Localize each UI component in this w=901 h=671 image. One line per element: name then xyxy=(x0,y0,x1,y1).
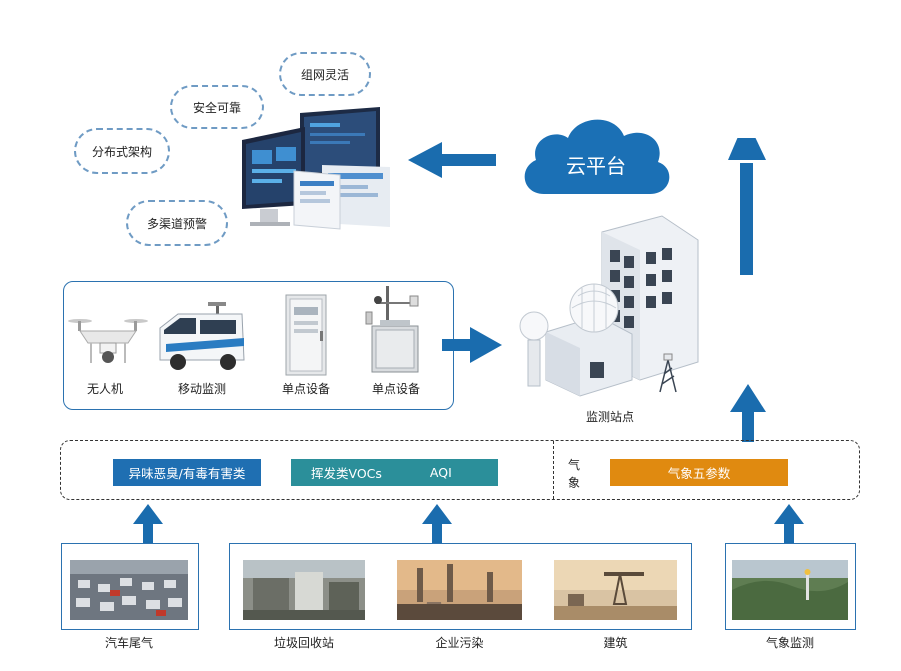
source-label-enterprise-pollution: 企业污染 xyxy=(435,636,484,650)
weather-station-photo xyxy=(732,560,848,620)
arrow-up-icon xyxy=(730,384,766,442)
pollutant-categories-band xyxy=(60,440,860,500)
cloud-platform-icon xyxy=(524,119,670,194)
factory-photo xyxy=(397,560,522,620)
arrow-right-icon xyxy=(442,327,502,363)
source-label-construction: 建筑 xyxy=(603,636,628,650)
device-label-drone: 无人机 xyxy=(86,382,123,396)
monitoring-van-icon xyxy=(159,302,245,370)
source-box-vehicle xyxy=(61,543,199,630)
band-divider xyxy=(553,441,554,499)
source-label-vehicle-exhaust: 汽车尾气 xyxy=(104,636,153,650)
arrow-up-icon xyxy=(422,504,452,544)
cloud-tag-multi-channel-alert: 多渠道预警 xyxy=(126,200,228,246)
monitoring-station-icon xyxy=(365,286,419,373)
construction-photo xyxy=(554,560,677,620)
cloud-platform-label: 云平台 xyxy=(566,154,626,178)
station-label: 监测站点 xyxy=(585,410,634,424)
source-label-weather-monitoring: 气象监测 xyxy=(765,636,814,650)
device-label-single-point-2: 单点设备 xyxy=(371,382,420,396)
drone-icon xyxy=(68,319,148,363)
traffic-photo xyxy=(70,560,188,620)
cloud-tag-secure-reliable: 安全可靠 xyxy=(170,85,264,129)
pollutant-vocs-aqi: 挥发类VOCs AQI xyxy=(291,459,498,486)
source-box-industry xyxy=(229,543,692,630)
source-label-garbage-station: 垃圾回收站 xyxy=(273,636,334,650)
monitoring-cabinet-icon xyxy=(285,294,327,376)
garbage-station-photo xyxy=(243,560,365,620)
monitoring-station-building-icon xyxy=(519,215,699,397)
arrow-left-icon xyxy=(408,142,496,178)
pollutant-odor-toxic: 异味恶臭/有毒有害类 xyxy=(113,459,261,486)
device-label-mobile-monitoring: 移动监测 xyxy=(177,382,226,396)
weather-five-params: 气象五参数 xyxy=(610,459,788,486)
source-box-weather xyxy=(725,543,856,630)
cloud-tag-distributed-architecture: 分布式架构 xyxy=(74,128,170,174)
arrow-up-icon xyxy=(728,138,766,275)
device-label-single-point-1: 单点设备 xyxy=(281,382,330,396)
monitor-screens-icon xyxy=(242,107,390,230)
weather-side-label: 气 象 xyxy=(567,458,580,490)
arrow-up-icon xyxy=(774,504,804,544)
arrow-up-icon xyxy=(133,504,163,544)
cloud-tag-flexible-networking: 组网灵活 xyxy=(279,52,371,96)
